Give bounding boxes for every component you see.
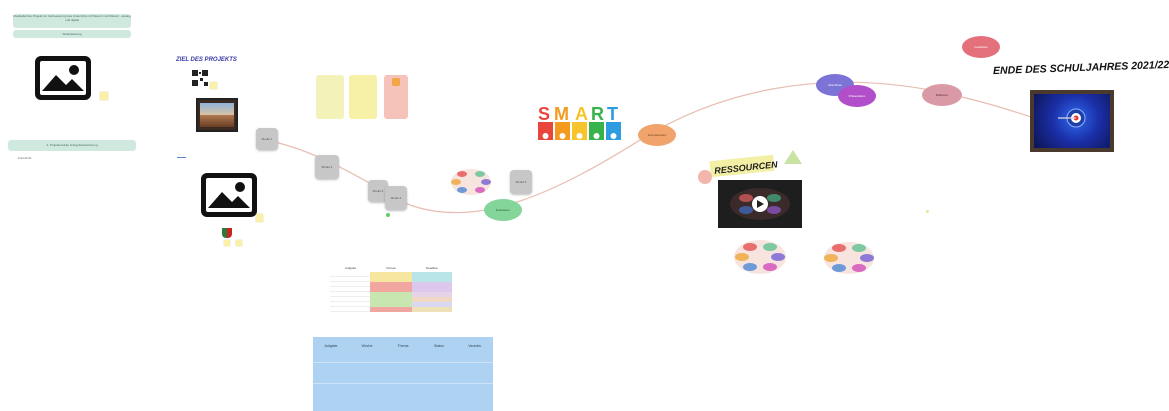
sticky-note[interactable] [236, 240, 242, 246]
table-header: Aufgabe [324, 344, 338, 348]
sticky-note[interactable] [210, 82, 217, 89]
timeline-curve [264, 81, 1041, 214]
svg-text:S: S [538, 104, 550, 124]
module-info: 2. Projektmodule & Ergebnissicherung [46, 143, 98, 147]
svg-text:R: R [591, 104, 604, 124]
project-title: Musikalisches Projekt zur Verbesserung d… [13, 14, 131, 22]
hex-diagram-1[interactable] [732, 238, 788, 276]
sticky-note[interactable] [100, 92, 108, 100]
table-header: Status [434, 344, 444, 348]
green-dot [386, 213, 390, 217]
timeline-card-5[interactable]: Modul 5 [510, 170, 532, 194]
svg-text:T: T [607, 104, 618, 124]
table-header: Aufgabe [344, 266, 357, 270]
sticky-note[interactable] [224, 240, 230, 246]
evaluation-oval[interactable]: Evaluation [484, 199, 522, 221]
hex-diagram-small[interactable] [448, 166, 494, 198]
table-row [313, 383, 493, 384]
timeline-card-1[interactable]: Modul 1 [256, 128, 278, 150]
image-placeholder-icon[interactable] [34, 55, 92, 101]
video-thumbnail[interactable] [718, 180, 802, 228]
smart-logo: S M A R T [536, 100, 628, 148]
kompetenzen-oval[interactable]: Kompetenzen [638, 124, 676, 146]
timeline-card-2[interactable]: Modul 2 [315, 155, 339, 179]
target-image[interactable] [1030, 90, 1114, 152]
tiny-mark [926, 210, 929, 213]
image-placeholder-icon[interactable] [200, 172, 258, 218]
table-header: Thema [397, 344, 409, 348]
timeline-card-3[interactable]: Modul 3 [368, 180, 388, 202]
project-title-box[interactable]: Musikalisches Projekt zur Verbesserung d… [13, 14, 131, 28]
small-caption: ▬▬▬ [177, 155, 186, 159]
qr-code-icon [192, 70, 208, 86]
yellow-column-2[interactable] [349, 75, 377, 119]
yellow-column-1[interactable] [316, 75, 344, 119]
feedback-oval[interactable]: Feedback [962, 36, 1000, 58]
smart-graphic: S M A R T [538, 104, 621, 140]
sticky-note[interactable] [256, 214, 263, 222]
goal-label: ZIEL DES PROJEKTS [176, 57, 237, 63]
triangle-decoration [784, 150, 802, 164]
table-header: Verantw. [468, 344, 482, 348]
table-row [313, 362, 493, 363]
svg-text:A: A [575, 104, 588, 124]
project-subtitle: Ablaufplanung [62, 32, 82, 36]
table-header: Woche [361, 344, 373, 348]
timeline-card-4[interactable]: Modul 4 [385, 186, 407, 210]
module-info-box[interactable]: 2. Projektmodule & Ergebnissicherung [8, 140, 136, 151]
svg-text:M: M [554, 104, 569, 124]
reflexion-oval[interactable]: Reflexion [922, 84, 962, 106]
table-header: Person [386, 266, 397, 270]
stage-photo[interactable] [196, 98, 238, 132]
schedule-table[interactable]: Aufgabe Woche Thema Status Verantw. [313, 337, 493, 411]
praesentation-oval[interactable]: Präsentation [838, 85, 876, 107]
project-subtitle-box[interactable]: Ablaufplanung [13, 30, 131, 38]
progress-tag: ◦ Fortschritt [16, 156, 32, 160]
red-column[interactable] [384, 75, 408, 119]
pink-dot [698, 170, 712, 184]
task-table[interactable]: Aufgabe Person Deadline [312, 264, 452, 324]
hex-diagram-2[interactable] [822, 240, 876, 276]
table-header: Deadline [426, 266, 438, 270]
coat-of-arms-icon [222, 228, 232, 238]
